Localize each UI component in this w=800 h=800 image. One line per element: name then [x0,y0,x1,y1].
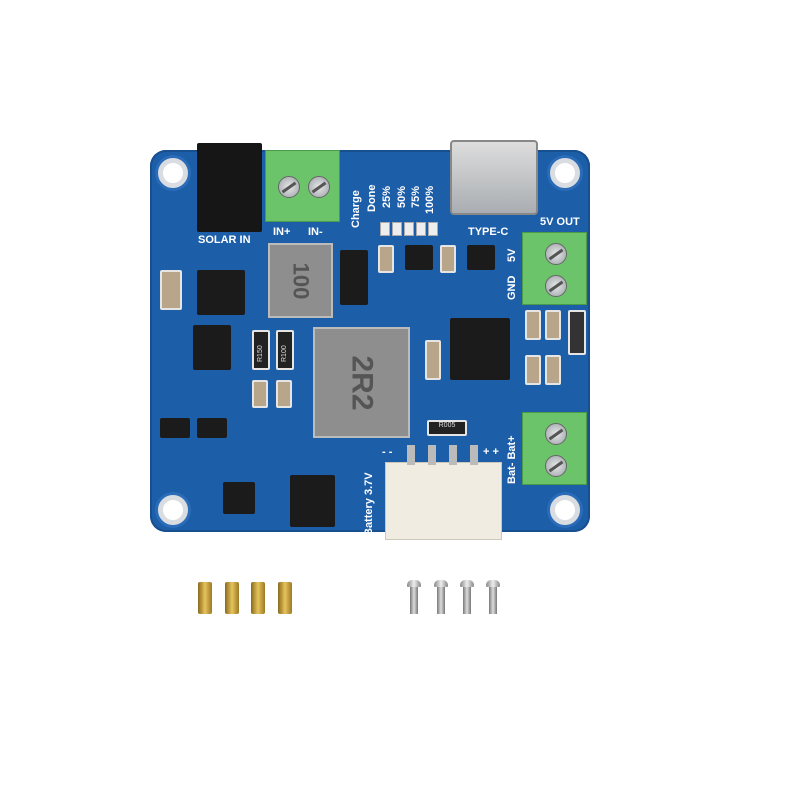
capacitor [545,310,561,340]
mounting-hole [550,158,580,188]
terminal-screw [545,275,567,297]
mounting-screw [434,580,448,614]
mounting-hole [158,495,188,525]
brass-standoff [251,582,265,614]
resistor: R150 [252,330,270,370]
capacitor [568,310,586,355]
capacitor [545,355,561,385]
gnd-label: GND [506,275,518,300]
resistor: R100 [276,330,294,370]
transistor [467,245,495,270]
100-percent-label: 100% [424,185,436,214]
type-c-label: TYPE-C [468,226,509,238]
plus-marks: + + [483,446,499,458]
ic-chip [223,482,255,514]
transistor [197,418,227,438]
terminal-screw [545,423,567,445]
inductor-marking: 2R2 [345,354,379,411]
mounting-screw [486,580,500,614]
capacitor [525,355,541,385]
qfn-chip [450,318,510,380]
in-minus-label: IN- [308,226,323,238]
terminal-screw [545,455,567,477]
mounting-hole [550,495,580,525]
led [428,222,438,236]
brass-standoff [225,582,239,614]
solar-dc-jack [197,143,262,232]
jst-battery-connector [385,462,502,540]
usb-type-c-port [450,140,538,215]
transistor [405,245,433,270]
25-percent-label: 25% [381,185,393,208]
terminal-screw [308,176,330,198]
bat-label: Bat- Bat+ [506,435,518,484]
done-label: Done [366,184,378,213]
led [392,222,402,236]
large-inductor: 2R2 [313,327,410,438]
mounting-screw [460,580,474,614]
brass-standoff [198,582,212,614]
diode [340,250,368,305]
capacitor [276,380,292,408]
input-terminal-block [265,150,340,222]
75-percent-label: 75% [410,185,422,208]
terminal-screw [278,176,300,198]
resistor: R005 [427,420,467,436]
connector-pin [449,445,457,465]
connector-pin [470,445,478,465]
battery-terminal-block [522,412,587,485]
resistor-marking: R150 [257,345,264,362]
transistor [160,418,190,438]
in-plus-label: IN+ [273,226,291,238]
capacitor [378,245,394,273]
capacitor [160,270,182,310]
solar-in-label: SOLAR IN [198,234,251,246]
charge-label: Charge [350,190,362,228]
terminal-screw [545,243,567,265]
resistor-marking: R005 [438,422,456,429]
5v-out-terminal-block [522,232,587,305]
capacitor [425,340,441,380]
connector-pin [428,445,436,465]
capacitor [252,380,268,408]
connector-pin [407,445,415,465]
ic-chip [193,325,231,370]
50-percent-label: 50% [396,185,408,208]
led [380,222,390,236]
led [404,222,414,236]
capacitor [440,245,456,273]
inductor-marking: 100 [288,262,314,299]
battery-label: Battery 3.7V [363,472,375,536]
5v-label: 5V [506,248,518,262]
led [416,222,426,236]
minus-marks: - - [382,446,393,458]
small-inductor: 100 [268,243,333,318]
mounting-screw [407,580,421,614]
brass-standoff [278,582,292,614]
capacitor [525,310,541,340]
5v-out-label: 5V OUT [540,216,580,228]
ic-chip [290,475,335,527]
mounting-hole [158,158,188,188]
ic-chip [197,270,245,315]
resistor-marking: R100 [281,345,288,362]
